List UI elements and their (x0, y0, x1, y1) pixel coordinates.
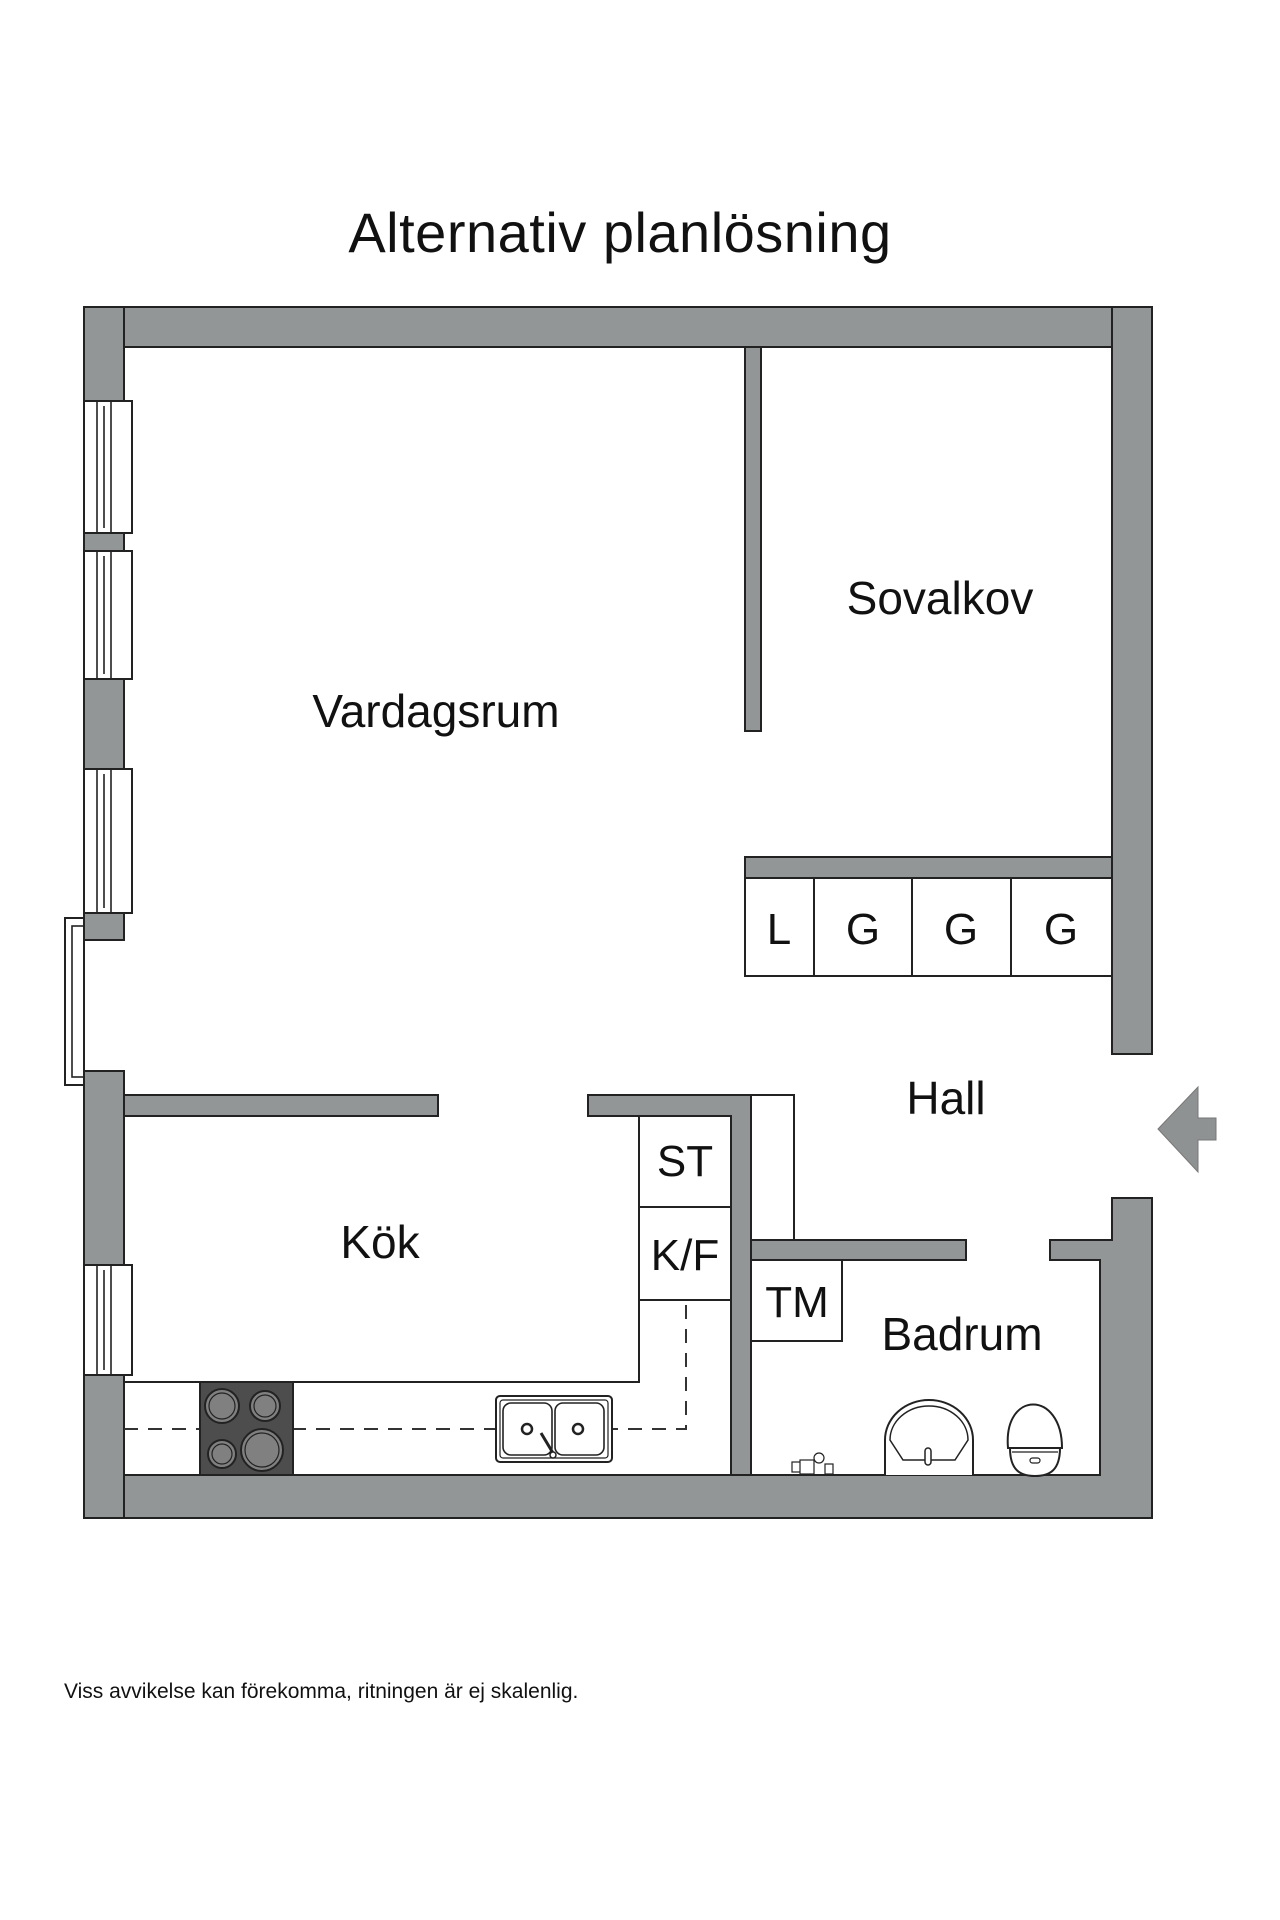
wardrobe-label-g2: G (944, 905, 978, 954)
stove-icon (199, 1381, 294, 1476)
window-1 (83, 400, 133, 534)
outer-walls (83, 306, 1153, 1519)
hall-closet (750, 1094, 795, 1241)
wardrobe-label-g3: G (1044, 905, 1078, 954)
room-label-sovalkov: Sovalkov (847, 572, 1034, 624)
unit-label-kf: K/F (651, 1231, 719, 1280)
interior-walls (123, 346, 1113, 1476)
room-label-kok: Kök (340, 1216, 420, 1268)
unit-label-st: ST (657, 1137, 713, 1186)
room-label-hall: Hall (906, 1072, 985, 1124)
room-label-vardagsrum: Vardagsrum (312, 685, 559, 737)
kitchen-tall-units: ST K/F (638, 1115, 732, 1301)
room-label-badrum: Badrum (881, 1308, 1042, 1360)
disclaimer-footnote: Viss avvikelse kan förekomma, ritningen … (64, 1680, 579, 1703)
balcony-door (64, 917, 85, 1086)
laundry-cabinet (750, 1259, 843, 1342)
washbasin-icon (884, 1399, 974, 1475)
entrance-arrow-icon (1157, 1085, 1217, 1174)
double-sink-icon (495, 1395, 613, 1463)
wardrobe-label-g1: G (846, 905, 880, 954)
unit-label-tm: TM (765, 1278, 829, 1327)
window-3 (83, 768, 133, 914)
window-2 (83, 550, 133, 680)
plan-title: Alternativ planlösning (348, 201, 892, 264)
shower-mixer-icon (791, 1452, 834, 1475)
windows (64, 400, 133, 1376)
wardrobes: L G G G (744, 877, 1113, 977)
window-kitchen (83, 1264, 133, 1376)
wardrobe-label-l: L (767, 905, 791, 954)
toilet-icon (1006, 1403, 1064, 1478)
